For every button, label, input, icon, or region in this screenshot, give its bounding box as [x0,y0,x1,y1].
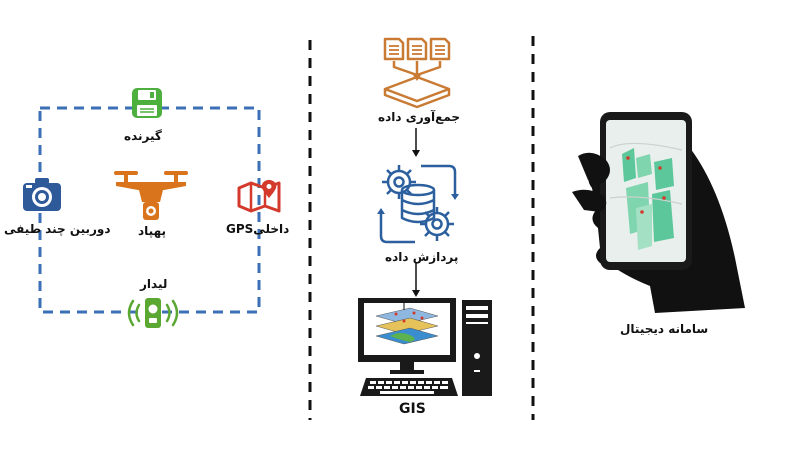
digital-system-label: سامانه دیجیتال [620,322,709,336]
drone-label: پهپاد [138,224,166,238]
drone-icon [114,171,188,220]
gis-label: GIS [399,401,426,417]
camera-icon [23,178,61,211]
gps-label: GPSداخلی [226,222,290,236]
arrow-collect-to-process [412,128,420,157]
map-pin-icon [237,180,281,213]
camera-label: دوربین چند طیفی [4,222,111,236]
floppy-disk-icon [132,88,162,118]
hand-phone-icon [572,112,745,313]
arrow-process-to-gis [412,262,420,297]
lidar-label: لیدار [140,277,168,291]
receiver-label: گیرنده [124,129,162,143]
data-collection-icon [383,37,451,109]
data-processing-icon [377,164,459,244]
gis-computer-icon [358,298,492,396]
process-label: پردازش داده [385,250,459,264]
lidar-icon [127,298,179,328]
collect-label: جمع‌آوری داده [378,110,461,124]
